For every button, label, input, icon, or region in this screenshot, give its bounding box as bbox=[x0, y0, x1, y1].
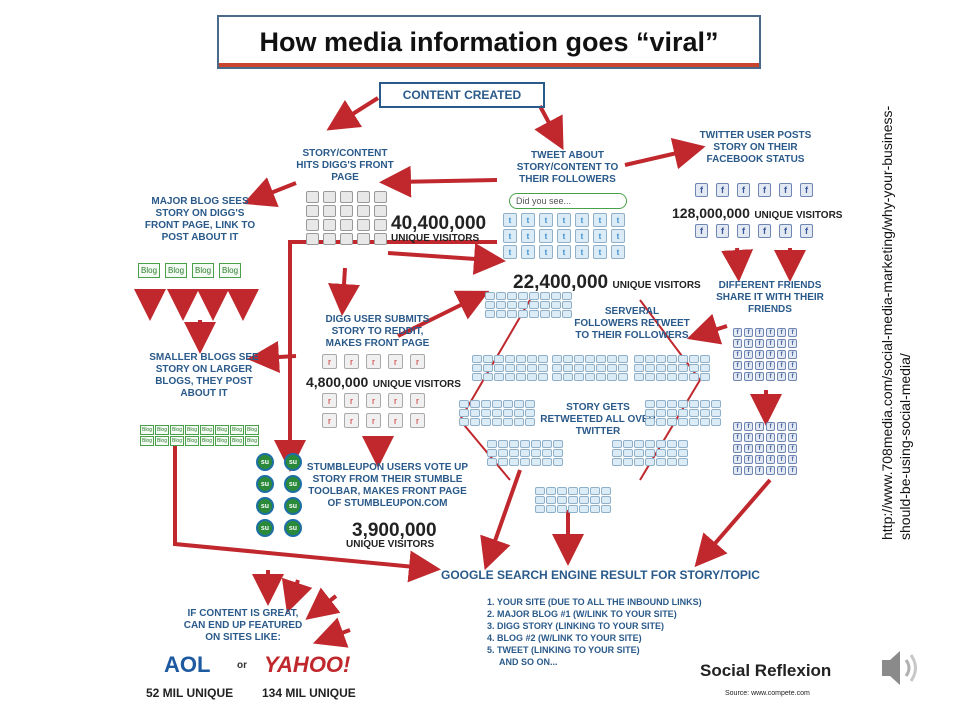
digg-icon-grid bbox=[306, 191, 389, 245]
brand-logo: Social Reflexion bbox=[700, 661, 832, 680]
google-result-item: 5. TWEET (LINKING TO YOUR SITE) bbox=[487, 645, 640, 655]
retweet-grid-right bbox=[634, 355, 710, 381]
node-digg-reddit: DIGG USER SUBMITS STORY TO REDDIT, MAKES… bbox=[325, 314, 430, 349]
retweet-grid-bottom-left bbox=[487, 440, 563, 466]
node-tweet-about: TWEET ABOUT STORY/CONTENT TO THEIR FOLLO… bbox=[516, 150, 619, 185]
retweet-grid-lower-left bbox=[459, 400, 535, 426]
blog-icon: Blog bbox=[219, 263, 242, 278]
reddit-visitors-number: 4,800,000 bbox=[306, 374, 369, 390]
node-twitter-facebook: TWITTER USER POSTS STORY ON THEIR FACEBO… bbox=[699, 130, 812, 165]
google-result-item: AND SO ON... bbox=[499, 657, 558, 667]
facebook-visitors-unit: UNIQUE VISITORS bbox=[754, 210, 843, 221]
digg-visitors-unit: UNIQUE VISITORS bbox=[391, 233, 480, 244]
node-major-blog: MAJOR BLOG SEES STORY ON DIGG'S FRONT PA… bbox=[144, 196, 256, 243]
facebook-visitors-number: 128,000,000 bbox=[672, 205, 750, 221]
google-result-item: 1. YOUR SITE (DUE TO ALL THE INBOUND LIN… bbox=[487, 597, 702, 607]
retweet-grid-top bbox=[485, 292, 572, 318]
node-smaller-blogs: SMALLER BLOGS SEE STORY ON LARGER BLOGS,… bbox=[149, 352, 259, 399]
reddit-visitors: 4,800,000 UNIQUE VISITORS bbox=[306, 374, 461, 392]
speaker-icon[interactable] bbox=[876, 646, 926, 695]
blog-icon: Blog bbox=[138, 263, 161, 278]
node-retweeted: STORY GETS RETWEETED ALL OVER TWITTER bbox=[540, 402, 656, 437]
aol-stat: 52 MIL UNIQUE bbox=[146, 686, 234, 700]
blog-icon: Blog bbox=[165, 263, 188, 278]
retweet-grid-bottom-right bbox=[612, 440, 688, 466]
stumble-visitors-number: 3,900,000 bbox=[352, 520, 437, 541]
node-several-followers: SERVERAL FOLLOWERS RETWEET TO THEIR FOLL… bbox=[574, 306, 690, 341]
page-title: How media information goes “viral” bbox=[217, 15, 761, 69]
google-results-list: 1. YOUR SITE (DUE TO ALL THE INBOUND LIN… bbox=[487, 596, 702, 668]
blog-row: Blog Blog Blog Blog bbox=[138, 263, 242, 278]
retweet-grid-lower-right bbox=[645, 400, 721, 426]
node-content-created: CONTENT CREATED bbox=[379, 82, 545, 108]
twitter-visitors-number: 22,400,000 bbox=[513, 272, 609, 293]
node-stumbleupon: STUMBLEUPON USERS VOTE UP STORY FROM THE… bbox=[306, 462, 469, 509]
or-text: or bbox=[237, 660, 247, 671]
facebook-visitors: 128,000,000 UNIQUE VISITORS bbox=[672, 205, 842, 223]
reddit-visitors-unit: UNIQUE VISITORS bbox=[372, 379, 461, 390]
twitter-visitors-unit: UNIQUE VISITORS bbox=[612, 280, 701, 291]
retweet-grid-left bbox=[472, 355, 548, 381]
yahoo-stat: 134 MIL UNIQUE bbox=[262, 686, 356, 700]
retweet-grid-mid bbox=[552, 355, 628, 381]
twitter-visitors: 22,400,000 UNIQUE VISITORS bbox=[513, 272, 701, 294]
blog-icon: Blog bbox=[192, 263, 215, 278]
node-digg-front-page: STORY/CONTENT HITS DIGG'S FRONT PAGE bbox=[296, 148, 394, 183]
google-result-item: 3. DIGG STORY (LINKING TO YOUR SITE) bbox=[487, 621, 665, 631]
tweet-input[interactable]: Did you see... bbox=[509, 193, 627, 209]
node-google: GOOGLE SEARCH ENGINE RESULT FOR STORY/TO… bbox=[441, 568, 760, 582]
source-note: Source: www.compete.com bbox=[725, 690, 810, 697]
digg-visitors-number: 40,400,000 bbox=[391, 213, 487, 234]
google-result-item: 4. BLOG #2 (W/LINK TO YOUR SITE) bbox=[487, 633, 642, 643]
node-different-friends: DIFFERENT FRIENDS SHARE IT WITH THEIR FR… bbox=[716, 280, 824, 315]
retweet-grid-final bbox=[535, 487, 611, 513]
aol-logo: AOL bbox=[164, 652, 211, 677]
google-result-item: 2. MAJOR BLOG #1 (W/LINK TO YOUR SITE) bbox=[487, 609, 677, 619]
stumble-visitors-unit: UNIQUE VISITORS bbox=[346, 539, 435, 550]
node-featured: IF CONTENT IS GREAT, CAN END UP FEATURED… bbox=[183, 608, 303, 643]
yahoo-logo: YAHOO! bbox=[264, 652, 351, 677]
